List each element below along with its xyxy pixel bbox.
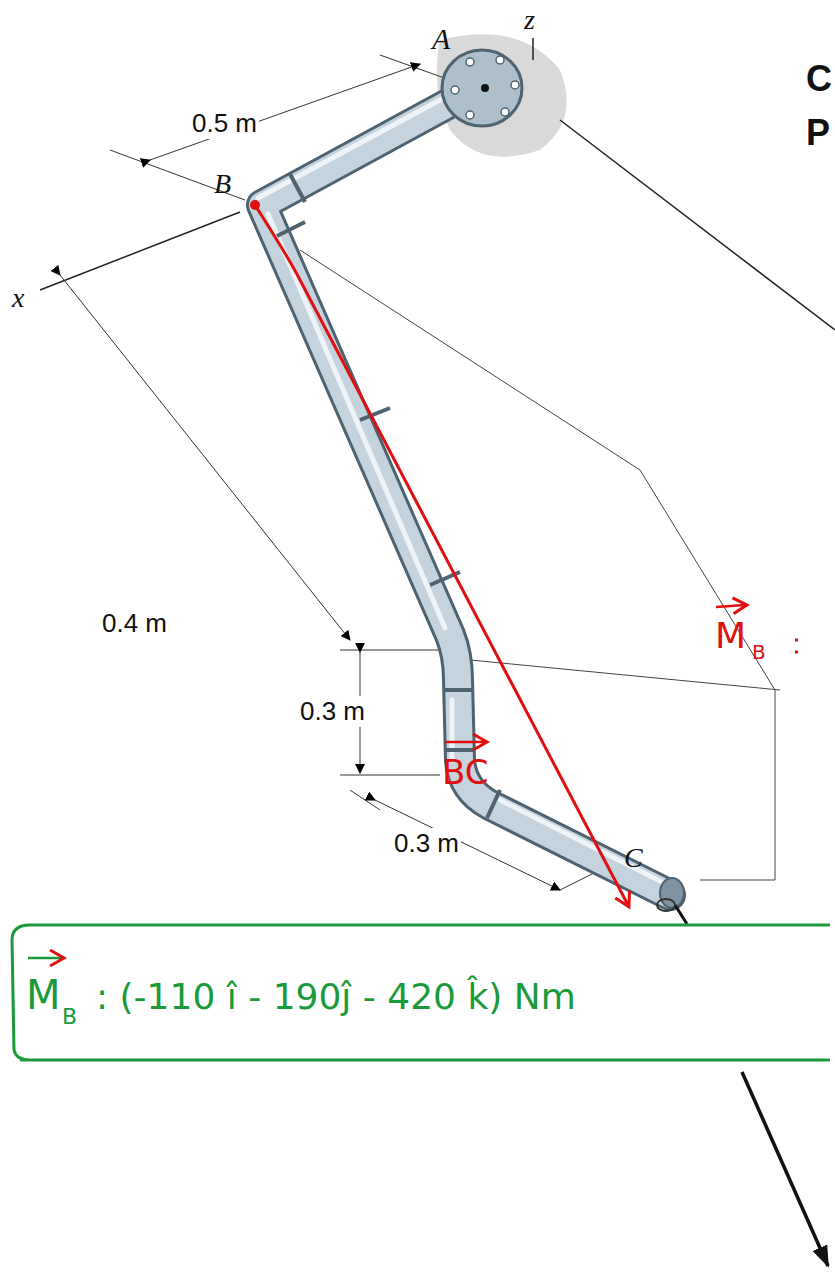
cut-heading: C	[806, 58, 832, 100]
point-label: B	[214, 168, 231, 200]
moment-label: M	[715, 615, 746, 656]
axis-label: z	[524, 4, 535, 36]
result-symbol: M	[26, 972, 61, 1018]
dimension-label: 0.5 m	[190, 108, 259, 139]
dimension-label: 0.4 m	[100, 608, 169, 639]
cut-heading: P	[806, 112, 830, 154]
result-subscript: B	[62, 1004, 77, 1029]
point-label: A	[432, 22, 450, 56]
vector-label: BC	[442, 752, 488, 792]
axis-label: x	[12, 282, 24, 314]
point-label: C	[624, 842, 643, 874]
moment-subscript: B	[752, 640, 766, 664]
dimension-label: 0.3 m	[392, 828, 461, 859]
dimension-label: 0.3 m	[298, 696, 367, 727]
result-value: : (-110 î - 190ĵ - 420 k̂) Nm	[96, 976, 576, 1017]
